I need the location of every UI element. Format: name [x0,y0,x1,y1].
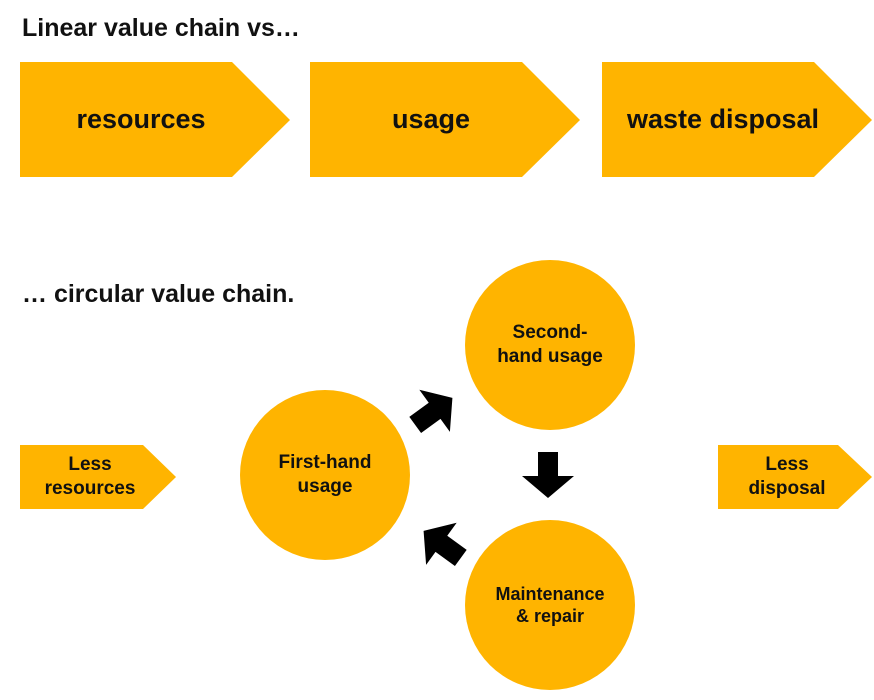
label-less-disposal-line2: disposal [748,478,826,499]
arrow-maintenance-to-first-icon [423,522,467,567]
step-label-usage: usage [391,103,471,134]
label-maintenance-line2: & repair [515,606,585,626]
label-second-hand-usage: Second- hand usage [465,310,635,380]
label-first-hand-line1: First-hand [278,452,372,474]
circle-first-hand-usage [240,390,410,560]
circle-second-hand-usage [465,260,635,430]
label-less-disposal: Less disposal [718,445,856,509]
circle-maintenance-repair [465,520,635,690]
label-less-disposal-line1: Less [765,454,809,476]
pentagon-less-resources [20,445,176,509]
label-first-hand-line2: usage [297,476,353,497]
label-less-resources: Less resources [20,445,160,509]
pentagon-less-disposal [718,445,872,509]
label-less-resources-line2: resources [44,478,136,499]
label-maintenance-repair: Maintenance & repair [465,570,635,640]
chevron-resources [20,62,290,177]
label-less-resources-line1: Less [68,454,112,476]
label-second-hand-line2: hand usage [497,346,603,367]
label-first-hand-usage: First-hand usage [240,440,410,510]
step-label-resources: resources [76,103,206,134]
chevron-waste-disposal [602,62,872,177]
label-maintenance-line1: Maintenance [495,583,605,604]
circular-chain-heading: … circular value chain. [22,280,295,308]
step-label-waste-disposal: waste disposal [626,103,820,134]
label-second-hand-line1: Second- [512,322,588,344]
arrow-first-to-second-icon [409,389,453,434]
linear-chain-heading: Linear value chain vs… [22,14,300,42]
chevron-usage [310,62,580,177]
arrow-second-to-maintenance-icon [522,452,574,498]
